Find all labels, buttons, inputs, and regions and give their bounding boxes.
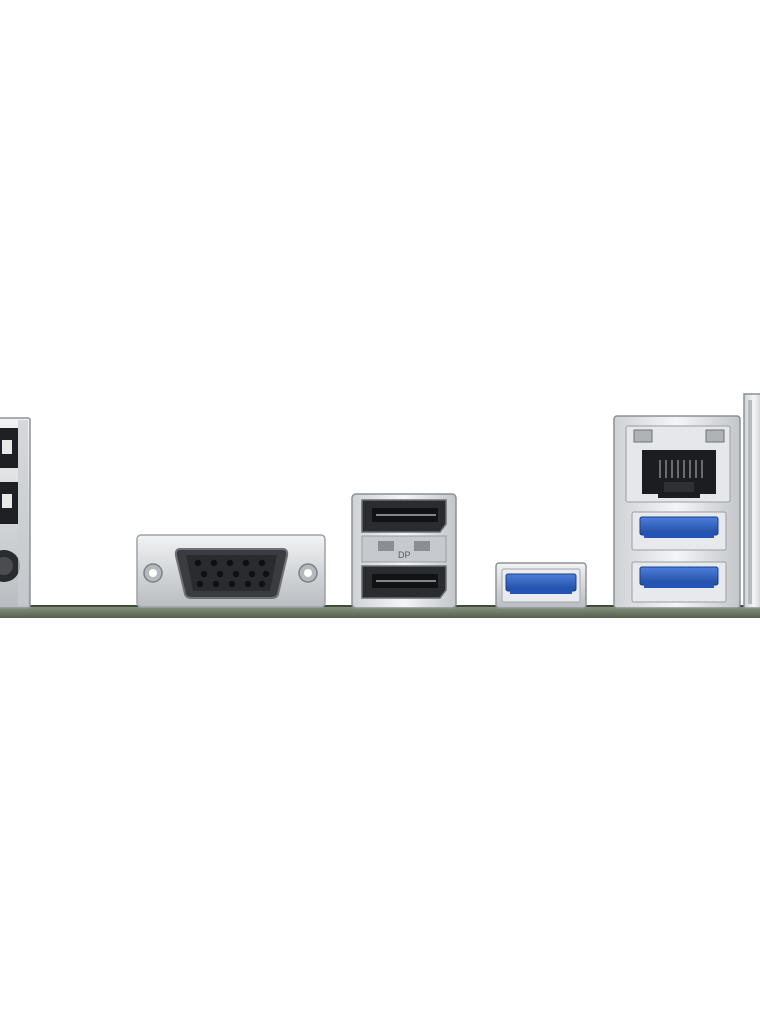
usb3-port-icon — [495, 562, 587, 609]
dp-marking: DP — [398, 550, 411, 560]
vga-port-icon — [136, 534, 326, 608]
pcb-edge — [0, 606, 760, 618]
rj45-usb-stack-icon — [613, 415, 741, 609]
ps2-usb-combo-icon — [0, 417, 31, 609]
displayport-icon: DP — [351, 493, 457, 609]
io-shield-edge-icon — [743, 393, 760, 609]
